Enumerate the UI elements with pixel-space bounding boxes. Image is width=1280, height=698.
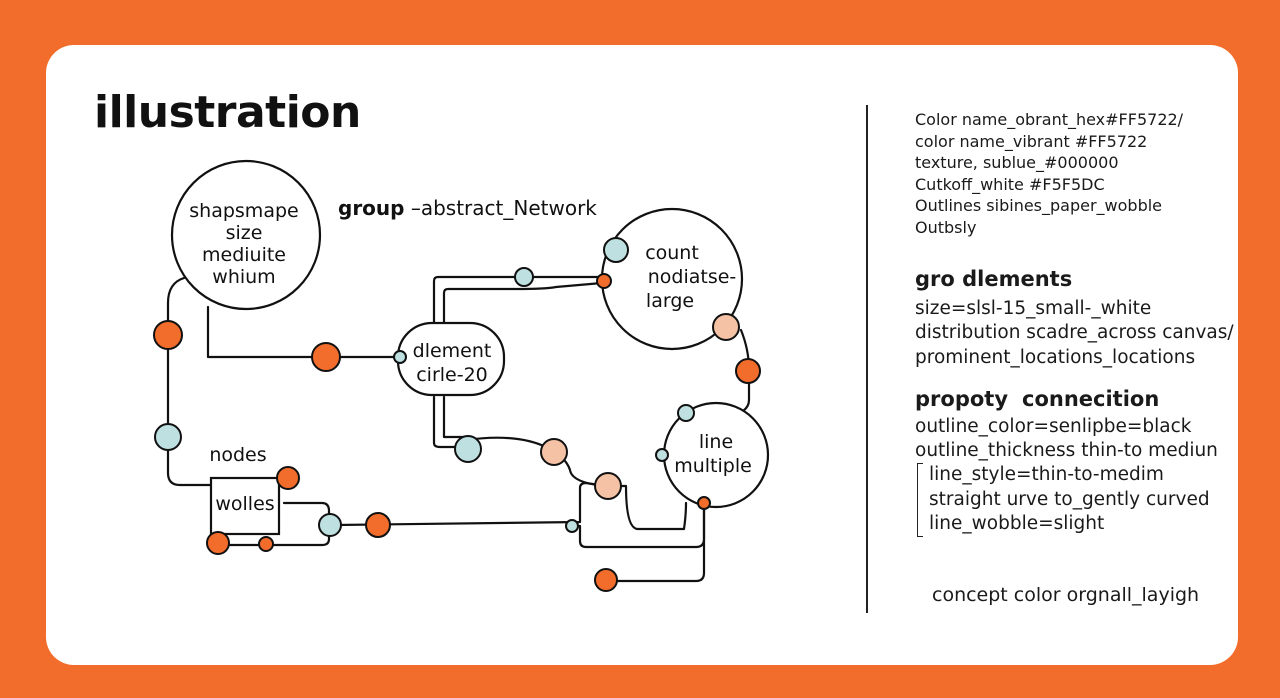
dot-orange-bottom-mid [365, 512, 391, 538]
bracket-line-2: straight urve to_gently curved [929, 489, 1210, 510]
edge-teal-peach [464, 436, 608, 488]
dot-teal-left [154, 423, 182, 451]
dot-orange-line-bottom [697, 496, 711, 510]
card: illustration shapsmape [46, 45, 1238, 665]
edge-center-count-2 [442, 281, 604, 337]
node-wolles: wolles [209, 476, 281, 536]
network-diagram: shapsmape size mediuite whium dlement ci… [153, 159, 770, 592]
page-title: illustration [94, 87, 361, 138]
dot-teal-line-top [677, 404, 695, 422]
palette-line-3: texture, sublue_#000000 [915, 153, 1119, 172]
edge-center-down-1 [432, 395, 470, 449]
dot-peach-mid [540, 438, 568, 466]
count-node-line-2: nodiatse- [648, 266, 737, 288]
dot-orange-left [153, 320, 183, 350]
dot-orange-wolles-left [206, 531, 230, 555]
edge-big-center [206, 305, 398, 359]
node-count: count nodiatse- large [600, 207, 744, 351]
dot-peach-bottom [594, 472, 622, 500]
dot-teal-top [514, 267, 534, 287]
property-heading-a: propoty [915, 387, 1009, 411]
elements-line-3: prominent_locations_locations [915, 347, 1196, 368]
wolles-label: wolles [215, 493, 274, 515]
palette-line-6: Outbsly [915, 218, 977, 237]
dot-teal-center-bottom [454, 435, 482, 463]
line-node-line-1: line [699, 431, 733, 453]
node-line: line multiple [662, 401, 770, 509]
concept-caption: concept color orgnall_layigh [932, 584, 1200, 606]
palette-line-5: Outlines sibines_paper_wobble [915, 196, 1163, 215]
bracket-line-3: line_wobble=slight [929, 513, 1105, 534]
property-line-1: outline_color=senlipbe=black [915, 416, 1192, 437]
palette-line-1: Color name_obrant_hex#FF5722/ [915, 110, 1184, 129]
line-node-line-2: multiple [674, 455, 752, 477]
dot-teal-count [603, 237, 629, 263]
group-label-rest: –abstract_Network [404, 196, 597, 220]
edge-bottom-drop [604, 501, 706, 583]
group-label: group –abstract_Network [338, 196, 597, 220]
edge-center-down-2 [442, 395, 468, 439]
node-big: shapsmape size mediuite whium [170, 159, 322, 311]
dot-teal-center-small [393, 350, 407, 364]
edge-to-line-node [334, 481, 608, 527]
center-node-line-1: dlement [413, 340, 492, 362]
palette-line-4: Cutkoff_white #F5F5DC [915, 175, 1105, 194]
count-node-line-1: count [645, 242, 699, 264]
edge-center-count-1 [432, 275, 603, 337]
node-center: dlement cirle-20 [396, 321, 506, 397]
dot-orange-mid [311, 342, 341, 372]
edge-big-left [166, 276, 212, 487]
dot-orange-bottom-drop [594, 568, 618, 592]
dot-orange-top-small [596, 273, 612, 289]
dot-teal-bottom-small [565, 519, 579, 533]
group-label-bold: group [338, 196, 404, 220]
bracket-line-1: line_style=thin-to-medim [929, 464, 1164, 485]
property-heading-b: connecition [1022, 387, 1160, 411]
elements-line-1: size=slsl-15_small-_white [915, 298, 1152, 319]
big-node-line-4: whium [212, 266, 275, 288]
dot-orange-wolles-top [276, 466, 300, 490]
edge-peach-line [604, 484, 688, 531]
nodes-label: nodes [209, 444, 266, 466]
big-node-line-1: shapsmape [189, 200, 298, 222]
dot-peach-count [712, 313, 740, 341]
dot-orange-count-right [735, 358, 761, 384]
divider [866, 105, 868, 613]
big-node-line-3: mediuite [202, 244, 286, 266]
property-line-2: outline_thickness thin-to mediun [915, 440, 1218, 461]
elements-line-2: distribution scadre_across canvas/ [915, 322, 1234, 343]
elements-heading: gro dlements [915, 267, 1073, 291]
big-node-line-2: size [226, 222, 263, 244]
count-node-line-3: large [646, 290, 694, 312]
bracket [917, 463, 923, 537]
dot-teal-wolles-right [318, 513, 342, 537]
center-node-line-2: cirle-20 [416, 364, 488, 386]
dot-teal-line-left [655, 448, 669, 462]
dot-orange-wolles-bottom [258, 536, 274, 552]
palette-line-2: color name_vibrant #FF5722 [915, 132, 1148, 151]
